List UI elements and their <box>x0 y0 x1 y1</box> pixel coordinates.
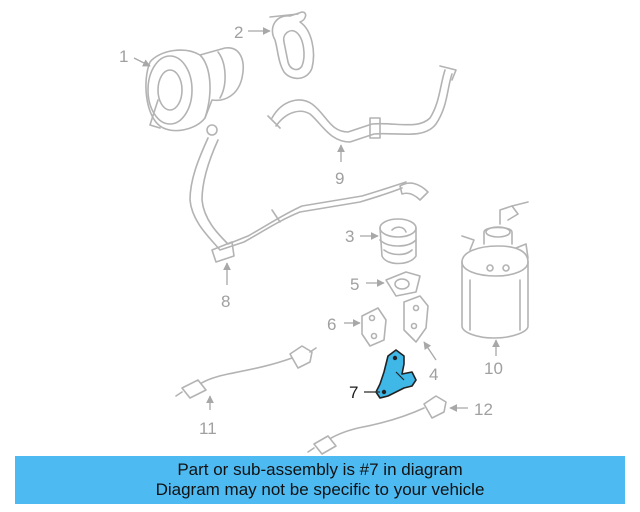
oxygen-sensor-part-12 <box>307 395 447 455</box>
upper-hose-part-9 <box>267 65 457 143</box>
oxygen-sensor-part-11 <box>175 345 317 399</box>
callout-2: 2 <box>234 23 243 42</box>
valve-part-3 <box>379 218 417 265</box>
callout-4: 4 <box>429 365 438 384</box>
callout-9: 9 <box>335 169 344 188</box>
bracket-part-4 <box>403 295 429 343</box>
callout-3: 3 <box>345 227 354 246</box>
callout-12: 12 <box>474 400 493 419</box>
info-banner: Part or sub-assembly is #7 in diagram Di… <box>15 456 625 504</box>
callout-8: 8 <box>221 292 230 311</box>
callout-5: 5 <box>350 275 359 294</box>
gasket-part-5 <box>385 271 421 297</box>
callout-11: 11 <box>199 419 217 438</box>
banner-line-part-number: Part or sub-assembly is #7 in diagram <box>177 460 463 479</box>
bracket-part-7-highlighted <box>375 349 417 399</box>
lower-hose-part-8 <box>189 137 429 263</box>
banner-line-disclaimer: Diagram may not be specific to your vehi… <box>155 480 485 499</box>
callout-10: 10 <box>484 359 503 378</box>
canister-part-10 <box>461 201 529 339</box>
gasket-part-2 <box>269 11 315 80</box>
callout-1: 1 <box>119 47 128 66</box>
air-pump-part-1 <box>145 47 244 136</box>
callout-7: 7 <box>349 383 358 402</box>
callout-6: 6 <box>327 315 336 334</box>
plate-part-6 <box>361 307 387 347</box>
